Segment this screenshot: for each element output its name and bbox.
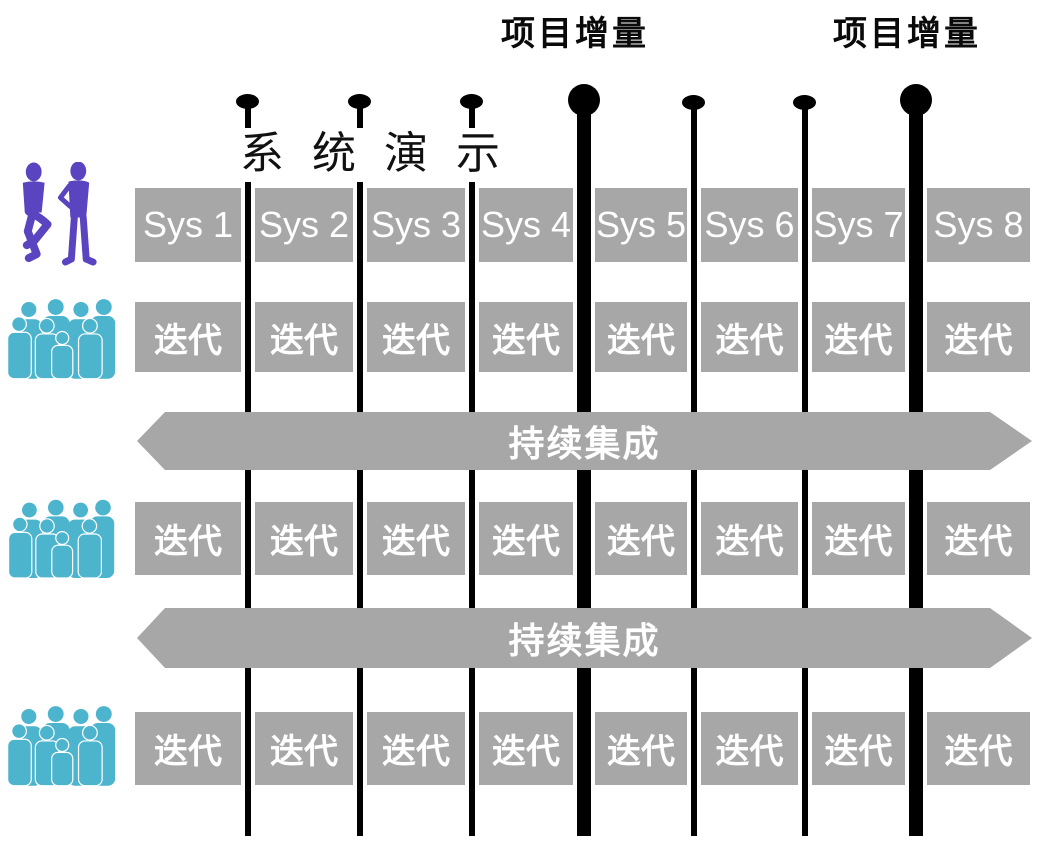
iteration-cell: 迭代 — [812, 302, 905, 372]
pin-dot-icon — [793, 95, 816, 110]
system-demo-label: 系统演示 — [238, 128, 528, 183]
team-crowd-icon — [6, 498, 116, 579]
pin-dot-icon — [682, 95, 705, 110]
iteration-cell: 迭代 — [701, 302, 798, 372]
iteration-row: 迭代 迭代 迭代 迭代 迭代 迭代 迭代 迭代 — [135, 712, 1030, 785]
iteration-cell: 迭代 — [367, 712, 465, 785]
pin-dot-icon — [348, 94, 371, 109]
sys-cell: Sys 6 — [701, 188, 798, 262]
continuous-integration-label: 持续集成 — [508, 620, 661, 661]
continuous-integration-label: 持续集成 — [508, 423, 661, 464]
iteration-cell: 迭代 — [595, 712, 687, 785]
iteration-cell: 迭代 — [255, 502, 353, 575]
iteration-cell: 迭代 — [479, 502, 573, 575]
system-row: Sys 1 Sys 2 Sys 3 Sys 4 Sys 5 Sys 6 Sys … — [135, 188, 1030, 262]
sys-cell: Sys 8 — [927, 188, 1030, 262]
business-people-icon — [8, 162, 104, 266]
sys-cell: Sys 4 — [479, 188, 573, 262]
iteration-row: 迭代 迭代 迭代 迭代 迭代 迭代 迭代 迭代 — [135, 302, 1030, 372]
sys-cell: Sys 7 — [812, 188, 905, 262]
continuous-integration-band: 持续集成 — [137, 608, 1032, 668]
iteration-cell: 迭代 — [135, 502, 241, 575]
continuous-integration-band: 持续集成 — [137, 412, 1032, 470]
iteration-cell: 迭代 — [479, 302, 573, 372]
iteration-cell: 迭代 — [367, 302, 465, 372]
iteration-cell: 迭代 — [135, 712, 241, 785]
iteration-cell: 迭代 — [255, 302, 353, 372]
iteration-cell: 迭代 — [812, 502, 905, 575]
milestone-dot-icon — [900, 84, 932, 116]
iteration-cell: 迭代 — [927, 712, 1030, 785]
sys-cell: Sys 5 — [595, 188, 687, 262]
iteration-cell: 迭代 — [255, 712, 353, 785]
iteration-cell: 迭代 — [595, 302, 687, 372]
iteration-row: 迭代 迭代 迭代 迭代 迭代 迭代 迭代 迭代 — [135, 502, 1030, 575]
pin-dot-icon — [460, 94, 483, 109]
iteration-cell: 迭代 — [927, 502, 1030, 575]
sys-cell: Sys 2 — [255, 188, 353, 262]
iteration-cell: 迭代 — [135, 302, 241, 372]
milestone-dot-icon — [568, 84, 600, 116]
iteration-cell: 迭代 — [367, 502, 465, 575]
iteration-cell: 迭代 — [479, 712, 573, 785]
iteration-cell: 迭代 — [701, 712, 798, 785]
sys-cell: Sys 3 — [367, 188, 465, 262]
iteration-cell: 迭代 — [927, 302, 1030, 372]
pin-dot-icon — [236, 94, 259, 109]
team-crowd-icon — [6, 703, 116, 787]
iteration-cell: 迭代 — [812, 712, 905, 785]
iteration-cell: 迭代 — [595, 502, 687, 575]
team-crowd-icon — [6, 296, 116, 380]
project-increment-label: 项目增量 — [501, 15, 649, 53]
iteration-cell: 迭代 — [701, 502, 798, 575]
sys-cell: Sys 1 — [135, 188, 241, 262]
project-increment-label: 项目增量 — [833, 15, 981, 53]
